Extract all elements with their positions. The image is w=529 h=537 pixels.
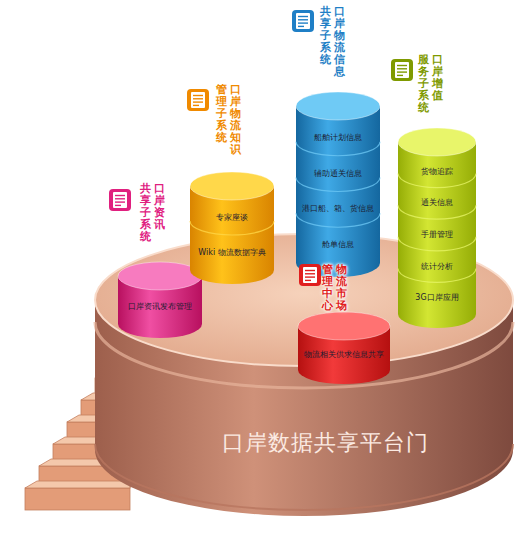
document-icon <box>298 263 322 287</box>
heading-column: 口岸资讯 <box>154 183 165 243</box>
document-icon <box>291 9 315 33</box>
info-item: Wiki 物流数据字典 <box>198 249 265 257</box>
cylinder-node: 口岸物流信息 共享子系统船舶计划信息辅助通关信息港口船、箱、货信息舱单信息 <box>296 92 380 277</box>
heading-column: 口岸增值 <box>432 54 443 114</box>
heading-column: 口岸物流知识 <box>230 84 241 157</box>
heading-column: 管理中心 <box>322 264 333 312</box>
cylinder-shape <box>118 262 202 338</box>
info-item: 物流相关供求信息共享 <box>304 351 384 359</box>
info-item: 3G口岸应用 <box>415 294 458 302</box>
subsystem-heading: 物流市场 管理中心 <box>322 264 347 312</box>
info-item: 通关信息 <box>421 199 453 207</box>
document-icon <box>390 58 414 82</box>
heading-column: 口岸物流信息 <box>334 6 345 79</box>
info-item: 专家座谈 <box>216 214 248 222</box>
heading-column: 管理子系统 <box>216 84 227 157</box>
heading-column: 服务子系统 <box>418 54 429 114</box>
cylinder-node: 口岸资讯 共享子系统口岸资讯发布管理 <box>118 262 202 338</box>
info-item: 货物追踪 <box>421 168 453 176</box>
cylinder-node: 口岸物流知识 管理子系统专家座谈Wiki 物流数据字典 <box>190 172 274 284</box>
cylinder-node: 口岸增值 服务子系统货物追踪通关信息手册管理统计分析3G口岸应用 <box>398 128 476 328</box>
cylinder-node: 物流市场 管理中心物流相关供求信息共享 <box>298 312 390 384</box>
cylinder-shape <box>296 92 380 277</box>
heading-column: 共享子系统 <box>140 183 151 243</box>
document-icon <box>186 88 210 112</box>
platform-label: 口岸数据共享平台门 <box>222 428 429 458</box>
info-item: 船舶计划信息 <box>314 134 362 142</box>
subsystem-heading: 口岸资讯 共享子系统 <box>140 183 165 243</box>
heading-column: 物流市场 <box>336 264 347 312</box>
subsystem-heading: 口岸物流信息 共享子系统 <box>320 6 345 79</box>
info-item: 口岸资讯发布管理 <box>128 303 192 311</box>
info-item: 舱单信息 <box>322 241 354 249</box>
info-item: 辅助通关信息 <box>314 170 362 178</box>
cylinder-shape <box>190 172 274 284</box>
heading-column: 共享子系统 <box>320 6 331 79</box>
document-icon <box>108 188 132 212</box>
info-item: 手册管理 <box>421 231 453 239</box>
cylinder-shape <box>298 312 390 384</box>
subsystem-heading: 口岸物流知识 管理子系统 <box>216 84 241 157</box>
info-item: 统计分析 <box>421 263 453 271</box>
subsystem-heading: 口岸增值 服务子系统 <box>418 54 443 114</box>
info-item: 港口船、箱、货信息 <box>302 205 374 213</box>
